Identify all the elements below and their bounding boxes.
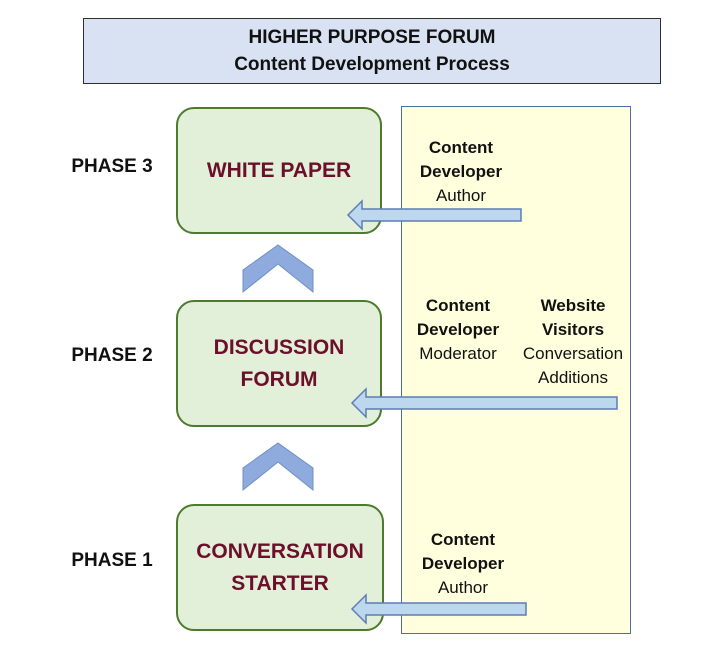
arrow-left-icon — [346, 199, 522, 231]
role-name: Author — [435, 186, 487, 205]
role-title: Visitors — [541, 320, 605, 339]
chevron-up-icon — [242, 244, 314, 294]
discussion-forum-box: DISCUSSION FORUM — [176, 300, 382, 427]
arrow-left-icon — [350, 387, 618, 419]
box-label: DISCUSSION — [213, 335, 345, 359]
role-title: Content — [428, 138, 494, 157]
phase-1-label: PHASE 1 — [71, 550, 153, 571]
role-name: Additions — [538, 368, 608, 387]
box-label: WHITE PAPER — [206, 158, 352, 182]
white-paper-box: WHITE PAPER — [176, 107, 382, 234]
diagram-subtitle: Content Development Process — [234, 54, 510, 75]
role-name: Conversation — [522, 344, 624, 363]
conversation-starter-box: CONVERSATION STARTER — [176, 504, 384, 631]
role-name: Author — [437, 578, 489, 597]
role-name: Moderator — [419, 344, 497, 363]
role-title: Developer — [416, 320, 500, 339]
phase-3-developer-role: Content Developer Author — [404, 136, 518, 208]
role-title: Content — [425, 296, 491, 315]
phase-2-developer-role: Content Developer Moderator — [402, 294, 514, 366]
role-title: Developer — [421, 554, 505, 573]
phase-2-label: PHASE 2 — [71, 345, 153, 366]
box-label: STARTER — [231, 571, 329, 595]
phase-2-visitors-role: Website Visitors Conversation Additions — [515, 294, 631, 390]
box-label: CONVERSATION — [196, 539, 364, 563]
role-title: Website — [540, 296, 606, 315]
arrow-left-icon — [350, 593, 527, 625]
diagram-title: HIGHER PURPOSE FORUM — [248, 27, 496, 48]
phase-1-developer-role: Content Developer Author — [406, 528, 520, 600]
role-title: Developer — [419, 162, 503, 181]
phase-3-label: PHASE 3 — [71, 156, 153, 177]
box-label: FORUM — [240, 367, 318, 391]
contributors-panel — [401, 106, 631, 634]
diagram-title-box: HIGHER PURPOSE FORUM Content Development… — [83, 18, 661, 84]
chevron-up-icon — [242, 442, 314, 492]
role-title: Content — [430, 530, 496, 549]
